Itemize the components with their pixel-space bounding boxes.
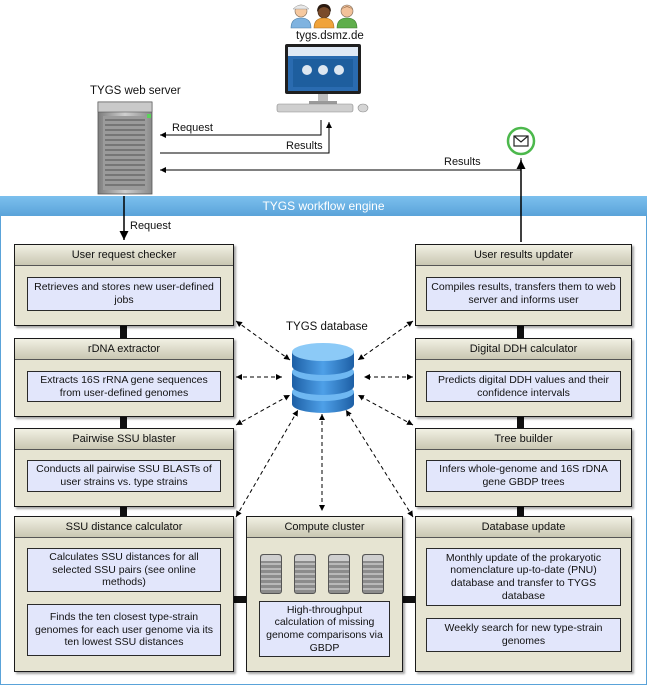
server-label: TYGS web server <box>90 85 181 97</box>
workflow-engine-title: TYGS workflow engine <box>0 196 647 216</box>
computer-monitor-icon <box>276 44 369 113</box>
box-title: Database update <box>416 517 631 538</box>
server-rack-icon <box>294 554 316 594</box>
box-title: User results updater <box>416 245 631 266</box>
box-title: Tree builder <box>416 429 631 450</box>
box-text: Extracts 16S rRNA gene sequences from us… <box>27 371 221 402</box>
request-label: Request <box>130 220 171 232</box>
box-title: Digital DDH calculator <box>416 339 631 360</box>
box-text: Infers whole-genome and 16S rDNA gene GB… <box>426 460 621 492</box>
ssu-distance-calculator-box: SSU distance calculator Calculates SSU d… <box>14 516 234 672</box>
user-icon <box>290 4 312 29</box>
compute-cluster-box: Compute cluster High-throughput calculat… <box>246 516 403 672</box>
box-text: Retrieves and stores new user-defined jo… <box>27 277 221 311</box>
database-cylinder-icon <box>292 343 354 413</box>
box-text: High-throughput calculation of missing g… <box>259 601 390 657</box>
box-text: Weekly search for new type-strain genome… <box>426 618 621 652</box>
box-title: rDNA extractor <box>15 339 233 360</box>
box-text: Calculates SSU distances for all selecte… <box>27 548 221 592</box>
users-icon-group <box>290 4 358 29</box>
box-text: Compiles results, transfers them to web … <box>426 277 621 311</box>
database-label: TYGS database <box>286 321 368 333</box>
box-title: Compute cluster <box>247 517 402 538</box>
box-title: Pairwise SSU blaster <box>15 429 233 450</box>
server-rack-icon <box>328 554 350 594</box>
user-request-checker-box: User request checker Retrieves and store… <box>14 244 234 326</box>
pairwise-ssu-blaster-box: Pairwise SSU blaster Conducts all pairwi… <box>14 428 234 507</box>
box-text: Conducts all pairwise SSU BLASTs of user… <box>27 460 221 492</box>
tree-builder-box: Tree builder Infers whole-genome and 16S… <box>415 428 632 507</box>
results-label: Results <box>444 156 481 168</box>
results-label: Results <box>286 140 323 152</box>
mail-icon <box>506 126 536 156</box>
box-title: SSU distance calculator <box>15 517 233 538</box>
user-icon <box>313 4 335 29</box>
box-title: User request checker <box>15 245 233 266</box>
box-text: Finds the ten closest type-strain genome… <box>27 604 221 656</box>
server-rack-icon <box>362 554 384 594</box>
rdna-extractor-box: rDNA extractor Extracts 16S rRNA gene se… <box>14 338 234 417</box>
site-label: tygs.dsmz.de <box>296 30 364 42</box>
user-icon <box>336 4 358 29</box>
server-rack-icon <box>260 554 282 594</box>
user-results-updater-box: User results updater Compiles results, t… <box>415 244 632 326</box>
request-label: Request <box>172 122 213 134</box>
box-text: Predicts digital DDH values and their co… <box>426 371 621 402</box>
digital-ddh-calculator-box: Digital DDH calculator Predicts digital … <box>415 338 632 417</box>
server-tower-icon <box>97 101 153 195</box>
box-text: Monthly update of the prokaryotic nomenc… <box>426 548 621 606</box>
database-update-box: Database update Monthly update of the pr… <box>415 516 632 672</box>
